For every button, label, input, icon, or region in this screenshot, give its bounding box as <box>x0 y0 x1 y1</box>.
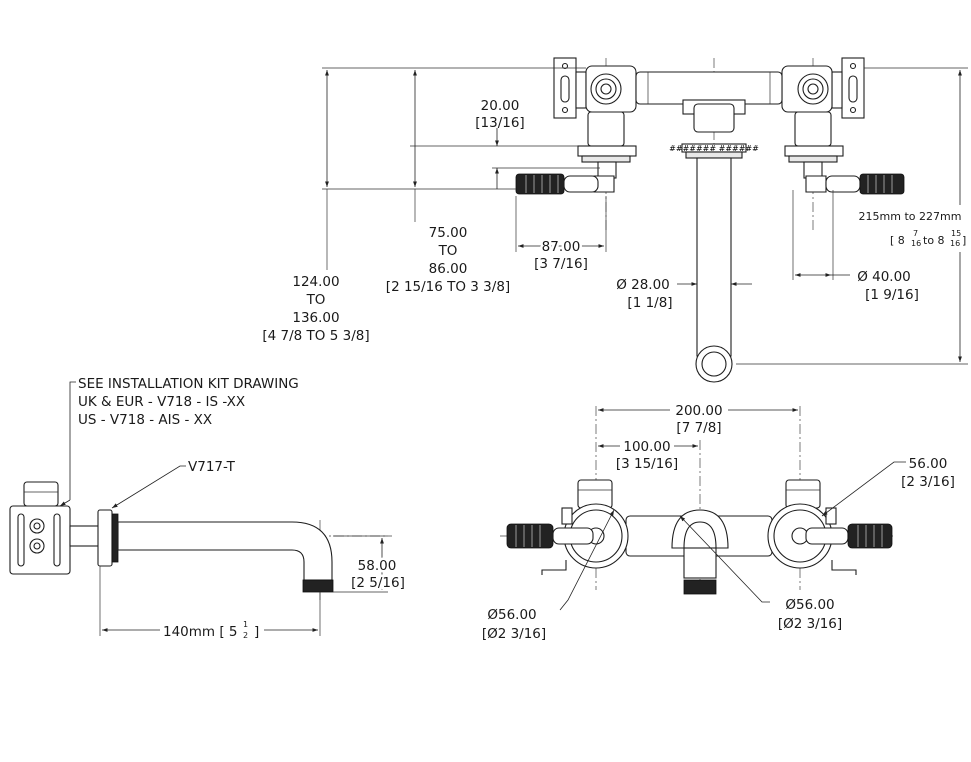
dim-58: 58.00 [2 5/16] <box>349 556 408 594</box>
side-spout <box>69 509 334 593</box>
left-lever-handle <box>515 173 599 195</box>
svg-text:US - V718 - AIS - XX: US - V718 - AIS - XX <box>78 412 212 428</box>
svg-text:136.00: 136.00 <box>292 310 339 326</box>
svg-text:[ 8: [ 8 <box>890 234 905 247</box>
part-label-v717t: V717-T <box>188 459 236 475</box>
svg-text:7: 7 <box>913 229 918 238</box>
svg-text:1: 1 <box>243 620 248 629</box>
svg-text:215mm to 227mm: 215mm to 227mm <box>859 210 962 223</box>
svg-text:124.00: 124.00 <box>292 274 339 290</box>
svg-text:SEE INSTALLATION KIT DRAWING: SEE INSTALLATION KIT DRAWING <box>78 376 299 392</box>
right-mounting-bracket <box>831 57 865 119</box>
svg-text:140mm [ 5: 140mm [ 5 <box>163 624 238 640</box>
svg-text:[7 7/8]: [7 7/8] <box>676 420 721 436</box>
svg-text:UK & EUR - V718 - IS -XX: UK & EUR - V718 - IS -XX <box>78 394 245 410</box>
svg-text:[3 15/16]: [3 15/16] <box>616 456 678 472</box>
svg-text:[13/16]: [13/16] <box>475 115 524 131</box>
dim-56-right: 56.00 [2 3/16] <box>901 456 955 490</box>
right-valve-body <box>781 65 833 113</box>
svg-text:[3 7/16]: [3 7/16] <box>534 256 588 272</box>
left-valve-body <box>585 65 637 113</box>
svg-text:[4 7/8 TO 5 3/8]: [4 7/8 TO 5 3/8] <box>262 328 369 344</box>
spout-top-view: ####### ###### <box>669 103 759 383</box>
dim-20: 20.00 [13/16] <box>475 98 524 131</box>
left-cartridge <box>577 111 637 193</box>
svg-text:TO: TO <box>438 243 458 259</box>
svg-text:[Ø2 3/16]: [Ø2 3/16] <box>778 616 842 632</box>
svg-text:15: 15 <box>951 229 961 238</box>
nut-marking: ####### ###### <box>669 144 759 153</box>
svg-text:Ø 40.00: Ø 40.00 <box>857 269 911 285</box>
svg-text:to 8: to 8 <box>923 234 945 247</box>
svg-text:Ø56.00: Ø56.00 <box>487 607 536 623</box>
svg-text:16: 16 <box>911 239 921 248</box>
svg-text:[2 5/16]: [2 5/16] <box>351 575 405 591</box>
svg-text:2: 2 <box>243 631 248 640</box>
front-left-valve <box>506 479 629 575</box>
dim-200: 200.00 [7 7/8] <box>675 403 722 436</box>
svg-text:100.00: 100.00 <box>623 439 670 455</box>
dim-124-to-136: 124.00 TO 136.00 [4 7/8 TO 5 3/8] <box>262 274 369 344</box>
left-mounting-bracket <box>553 57 587 119</box>
dim-56-left: Ø56.00 [Ø2 3/16] <box>482 607 546 642</box>
dim-100: 100.00 [3 15/16] <box>616 439 678 472</box>
svg-text:58.00: 58.00 <box>358 558 397 574</box>
dim-56-center: Ø56.00 [Ø2 3/16] <box>778 597 842 632</box>
svg-text:[1 9/16]: [1 9/16] <box>865 287 919 303</box>
svg-text:Ø56.00: Ø56.00 <box>785 597 834 613</box>
svg-text:Ø 28.00: Ø 28.00 <box>616 277 670 293</box>
dim-215-to-227: 215mm to 227mm [ 8 7 16 to 8 15 16 ] <box>859 210 967 248</box>
dim-diameter-40: Ø 40.00 [1 9/16] <box>857 269 919 303</box>
right-lever-handle <box>825 173 905 195</box>
right-cartridge <box>784 111 844 193</box>
front-view: 200.00 [7 7/8] 100.00 [3 15/16] 56.00 [2… <box>482 403 955 642</box>
svg-text:75.00: 75.00 <box>429 225 468 241</box>
svg-text:86.00: 86.00 <box>429 261 468 277</box>
front-center-spout <box>671 509 729 595</box>
dim-diameter-28: Ø 28.00 [1 1/8] <box>616 277 672 311</box>
svg-text:56.00: 56.00 <box>909 456 948 472</box>
svg-text:]: ] <box>962 234 966 247</box>
dim-75-to-86: 75.00 TO 86.00 [2 15/16 TO 3 3/8] <box>386 225 510 295</box>
svg-text:[Ø2 3/16]: [Ø2 3/16] <box>482 626 546 642</box>
dim-140: 140mm [ 5 1 2 ] <box>163 620 259 640</box>
dim-87: 87.00 [3 7/16] <box>534 237 588 273</box>
svg-text:TO: TO <box>306 292 326 308</box>
svg-text:[2 15/16 TO 3 3/8]: [2 15/16 TO 3 3/8] <box>386 279 510 295</box>
svg-text:[2 3/16]: [2 3/16] <box>901 474 955 490</box>
svg-text:16: 16 <box>950 239 960 248</box>
front-right-valve <box>767 479 893 575</box>
top-view: ####### ###### <box>262 57 968 383</box>
svg-text:87.00: 87.00 <box>542 239 581 255</box>
svg-text:200.00: 200.00 <box>675 403 722 419</box>
side-view: SEE INSTALLATION KIT DRAWING UK & EUR - … <box>9 376 408 640</box>
installation-note: SEE INSTALLATION KIT DRAWING UK & EUR - … <box>78 376 299 428</box>
svg-text:[1 1/8]: [1 1/8] <box>627 295 672 311</box>
side-valve-body <box>9 481 71 575</box>
svg-text:]: ] <box>254 624 259 640</box>
svg-text:20.00: 20.00 <box>481 98 520 114</box>
